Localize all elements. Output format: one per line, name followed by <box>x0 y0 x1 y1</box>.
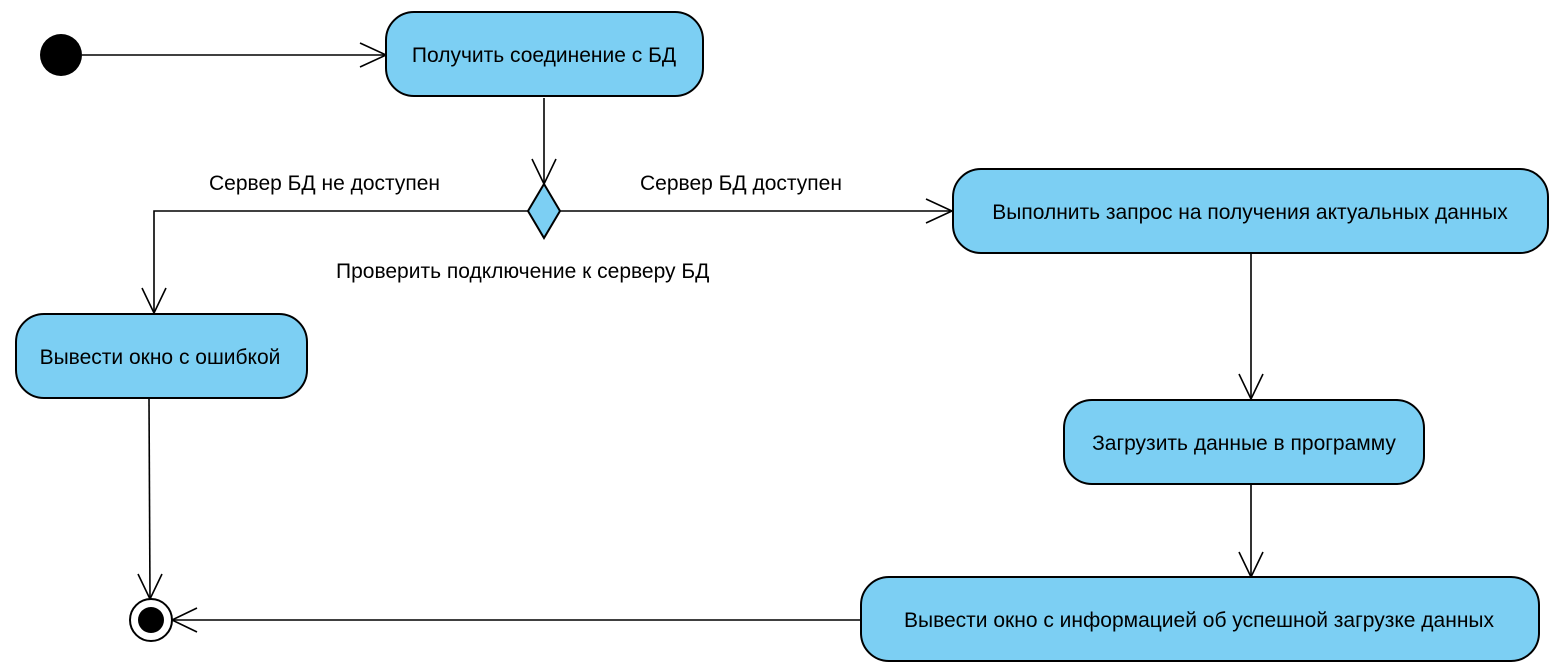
edge-show-error-to-final <box>148 398 151 599</box>
activity-show-error-label: Вывести окно с ошибкой <box>40 346 281 369</box>
activity-execute-query-label: Выполнить запрос на получения актуальных… <box>992 201 1508 224</box>
activity-load-data: Загрузить данные в программу <box>1063 399 1425 485</box>
activity-get-connection: Получить соединение с БД <box>385 11 704 97</box>
edge-decision-to-show-error <box>153 210 528 312</box>
decision-label: Проверить подключение к серверу БД <box>336 260 709 283</box>
activity-show-error: Вывести окно с ошибкой <box>15 313 308 399</box>
activity-execute-query: Выполнить запрос на получения актуальных… <box>952 168 1549 254</box>
initial-node <box>40 34 82 76</box>
final-node <box>129 598 173 642</box>
activity-show-success: Вывести окно с информацией об успешной з… <box>860 576 1540 662</box>
activity-get-connection-label: Получить соединение с БД <box>412 44 676 67</box>
guard-available: Сервер БД доступен <box>640 172 842 195</box>
activity-load-data-label: Загрузить данные в программу <box>1092 432 1396 455</box>
decision-node <box>526 182 562 240</box>
guard-unavailable: Сервер БД не доступен <box>209 172 440 195</box>
activity-show-success-label: Вывести окно с информацией об успешной з… <box>904 609 1495 632</box>
